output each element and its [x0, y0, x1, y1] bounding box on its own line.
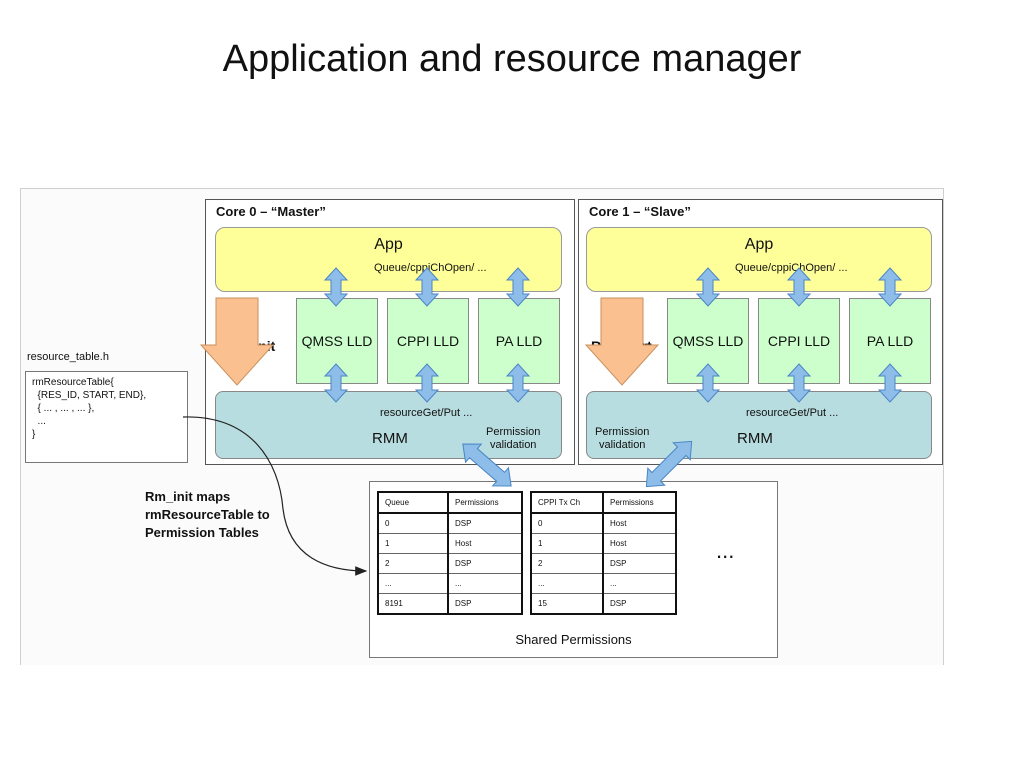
resource-file-label: resource_table.h — [27, 351, 109, 363]
code-line: rmResourceTable{ — [32, 377, 114, 388]
double-arrow-icon — [323, 363, 349, 403]
code-line: ... — [32, 416, 46, 427]
double-arrow-icon — [695, 363, 721, 403]
double-arrow-icon — [877, 363, 903, 403]
slide-title: Application and resource manager — [222, 38, 802, 80]
double-arrow-icon — [695, 267, 721, 307]
core-0-app-sub: Queue/cppiChOpen/ ... — [374, 262, 487, 274]
mapping-curve-arrow — [182, 416, 368, 576]
core-1-app-sub: Queue/cppiChOpen/ ... — [735, 262, 848, 274]
double-arrow-icon — [786, 363, 812, 403]
shared-permissions-title: Shared Permissions — [515, 632, 632, 647]
double-arrow-icon — [786, 267, 812, 307]
core-1-rmm-label: RMM — [737, 430, 773, 447]
core-0-title: Core 0 – “Master” — [216, 204, 326, 219]
column-header: Permissions — [602, 491, 677, 514]
rm-init-caption: Rm_init maps rmResourceTable to Permissi… — [145, 489, 270, 540]
table-cell: ... — [447, 573, 523, 594]
rm-start-down-arrow-icon — [584, 297, 660, 386]
column-header: Permissions — [447, 491, 523, 514]
table-header-row: CPPI Tx Ch Permissions — [530, 491, 677, 514]
column-header: Queue — [377, 491, 449, 514]
table-cell: 15 — [530, 593, 604, 615]
table-cell: DSP — [447, 593, 523, 615]
table-cell: ... — [530, 573, 604, 594]
core-1-rmm-sub: resourceGet/Put ... — [746, 407, 839, 419]
double-arrow-icon — [414, 363, 440, 403]
rmm-to-shared-arrow-icon — [645, 440, 693, 488]
code-line: } — [32, 429, 36, 440]
rmm-to-shared-arrow-icon — [462, 443, 512, 487]
table-cell: ... — [377, 573, 449, 594]
double-arrow-icon — [505, 267, 531, 307]
core-0-rmm-label: RMM — [372, 430, 408, 447]
core-1-rmm-box: resourceGet/Put ... RMM Permission valid… — [586, 391, 932, 459]
double-arrow-icon — [505, 363, 531, 403]
double-arrow-icon — [877, 267, 903, 307]
core-1-app-box: App Queue/cppiChOpen/ ... — [586, 227, 932, 292]
resource-table-code-box: rmResourceTable{ {RES_ID, START, END}, {… — [25, 371, 188, 463]
architecture-diagram: Core 0 – “Master” App Queue/cppiChOpen/ … — [20, 188, 944, 665]
double-arrow-icon — [323, 267, 349, 307]
core-0-app-label: App — [374, 236, 403, 253]
column-header: CPPI Tx Ch — [530, 491, 604, 514]
core-0-rmm-box: resourceGet/Put ... RMM Permission valid… — [215, 391, 562, 459]
code-line: {RES_ID, START, END}, — [32, 390, 147, 401]
table-cell: ... — [602, 573, 677, 594]
table-row: ...... — [530, 573, 677, 594]
core-0-rmm-sub: resourceGet/Put ... — [380, 407, 473, 419]
core-1-permission-validation: Permission validation — [595, 426, 650, 451]
core-0-app-box: App Queue/cppiChOpen/ ... — [215, 227, 562, 292]
table-cell: DSP — [602, 593, 677, 615]
table-cell: 8191 — [377, 593, 449, 615]
core-1-title: Core 1 – “Slave” — [589, 204, 691, 219]
core-1-cppi-lld: CPPI LLD — [758, 298, 840, 384]
rm-init-down-arrow-icon — [199, 297, 275, 386]
core-0-permission-validation: Permission validation — [486, 426, 541, 451]
more-tables-ellipsis: ... — [716, 538, 735, 563]
diagram-arrows — [182, 267, 903, 576]
core-1-app-label: App — [744, 236, 774, 253]
code-line: { ... , ... , ... }, — [32, 403, 95, 414]
table-header-row: Queue Permissions — [377, 491, 523, 514]
double-arrow-icon — [414, 267, 440, 307]
table-row: ...... — [377, 573, 523, 594]
